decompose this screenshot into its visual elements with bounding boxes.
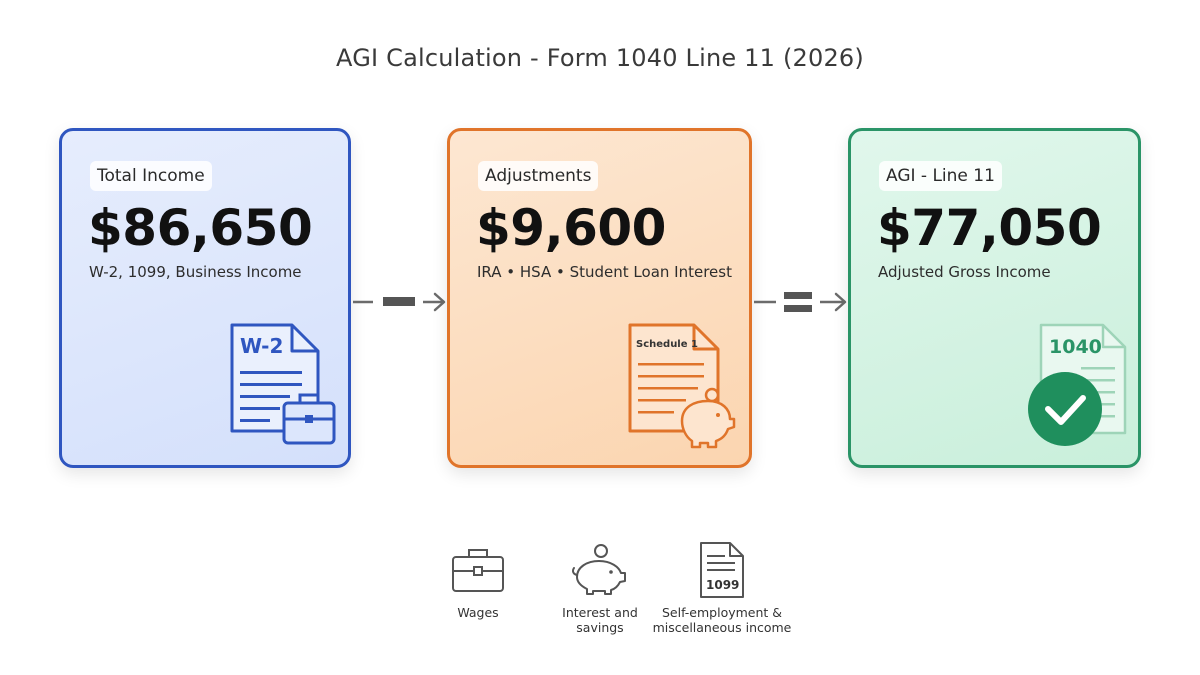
legend-label-interest: Interest and savings [562, 605, 638, 635]
adjustments-description: IRA • HSA • Student Loan Interest [477, 263, 732, 281]
page-title: AGI Calculation - Form 1040 Line 11 (202… [336, 44, 864, 72]
w2-document-icon: W-2 [230, 323, 336, 445]
adjustments-amount: $9,600 [476, 199, 666, 257]
adjustments-label: Adjustments [478, 161, 599, 191]
document-icon: 1099 [700, 542, 744, 598]
checkmark-icon [1028, 372, 1102, 446]
adjustments-card: Adjustments $9,600 IRA • HSA • Student L… [447, 128, 752, 468]
legend-item-interest: Interest and savings [540, 543, 660, 635]
briefcase-icon [452, 549, 504, 592]
agi-description: Adjusted Gross Income [878, 263, 1051, 281]
agi-label: AGI - Line 11 [879, 161, 1002, 191]
agi-amount: $77,050 [877, 199, 1102, 257]
agi-card: AGI - Line 11 $77,050 Adjusted Gross Inc… [848, 128, 1141, 468]
piggy-bank-icon [680, 387, 736, 449]
equals-arrow-icon [754, 292, 847, 312]
form-1040-document-icon: 1040 [1028, 323, 1127, 446]
briefcase-icon [282, 393, 336, 445]
total-income-card: Total Income $86,650 W-2, 1099, Business… [59, 128, 351, 468]
schedule-1-icon-text: Schedule 1 [636, 339, 698, 350]
legend-label-self-employment: Self-employment & miscellaneous income [652, 605, 792, 635]
w2-icon-text: W-2 [240, 334, 283, 358]
total-income-description: W-2, 1099, Business Income [89, 263, 302, 281]
minus-arrow-icon [353, 292, 446, 312]
form-1040-icon-text: 1040 [1049, 336, 1102, 358]
schedule-1-document-icon: Schedule 1 [628, 323, 736, 449]
total-income-label: Total Income [90, 161, 212, 191]
legend-label-wages: Wages [457, 605, 499, 620]
document-icon-text: 1099 [706, 578, 739, 592]
legend-item-wages: Wages [418, 545, 538, 620]
total-income-amount: $86,650 [88, 199, 313, 257]
legend-item-self-employment: 1099 Self-employment & miscellaneous inc… [642, 541, 802, 635]
piggy-bank-icon [572, 544, 626, 595]
